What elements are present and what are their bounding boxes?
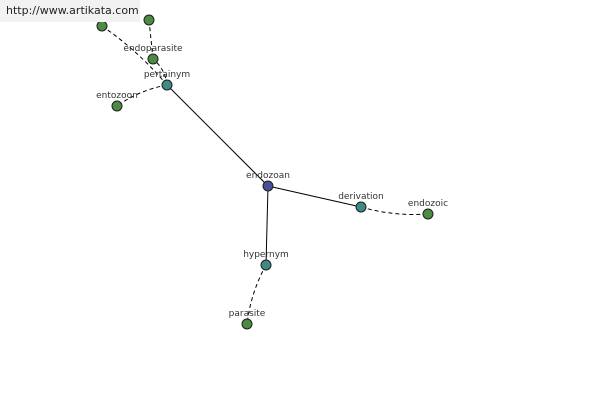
- node-endozoic[interactable]: endozoic: [408, 199, 448, 220]
- node-top-leaf[interactable]: [143, 14, 155, 26]
- node-dot-parasite[interactable]: [241, 318, 253, 330]
- url-watermark: http://www.artikata.com: [0, 0, 140, 22]
- node-dot-pertainym[interactable]: [161, 79, 173, 91]
- edge-pertainym-entozoan: [101, 25, 168, 86]
- node-endozoan[interactable]: endozoan: [246, 171, 290, 192]
- edge-endozoan-derivation: [267, 185, 362, 208]
- node-dot-endozoan[interactable]: [262, 180, 274, 192]
- node-endoparasite[interactable]: endoparasite: [123, 44, 183, 65]
- node-dot-entozoan[interactable]: [96, 20, 108, 32]
- node-label-pertainym: pertainym: [144, 70, 190, 80]
- node-label-endozoan: endozoan: [246, 171, 290, 181]
- node-label-hypernym: hypernym: [243, 250, 289, 260]
- node-label-entozoon: entozoon: [96, 91, 138, 101]
- node-dot-endozoic[interactable]: [422, 208, 434, 220]
- node-dot-entozoon[interactable]: [111, 100, 123, 112]
- node-label-endozoic: endozoic: [408, 199, 448, 209]
- node-label-parasite: parasite: [229, 309, 266, 319]
- edge-endozoan-pertainym: [166, 84, 269, 187]
- node-label-derivation: derivation: [338, 192, 384, 202]
- node-dot-endoparasite[interactable]: [147, 53, 159, 65]
- edge-endozoan-hypernym: [265, 185, 269, 266]
- node-pertainym[interactable]: pertainym: [144, 70, 190, 91]
- node-derivation[interactable]: derivation: [338, 192, 384, 213]
- node-dot-hypernym[interactable]: [260, 259, 272, 271]
- node-entozoon[interactable]: entozoon: [96, 91, 138, 112]
- node-hypernym[interactable]: hypernym: [243, 250, 289, 271]
- node-parasite[interactable]: parasite: [229, 309, 266, 330]
- node-dot-derivation[interactable]: [355, 201, 367, 213]
- node-label-endoparasite: endoparasite: [123, 44, 183, 54]
